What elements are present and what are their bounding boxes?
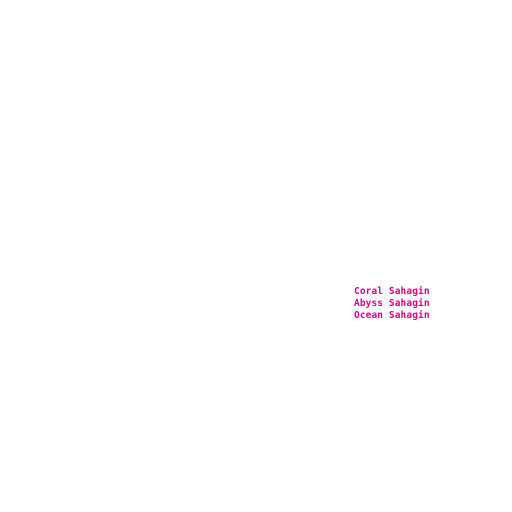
enemy-name-abyss-sahagin[interactable]: Abyss Sahagin (354, 298, 430, 309)
enemy-name-ocean-sahagin[interactable]: Ocean Sahagin (354, 310, 430, 321)
enemy-target-list: Coral Sahagin Abyss Sahagin Ocean Sahagi… (354, 286, 430, 322)
enemy-name-coral-sahagin[interactable]: Coral Sahagin (354, 286, 430, 297)
